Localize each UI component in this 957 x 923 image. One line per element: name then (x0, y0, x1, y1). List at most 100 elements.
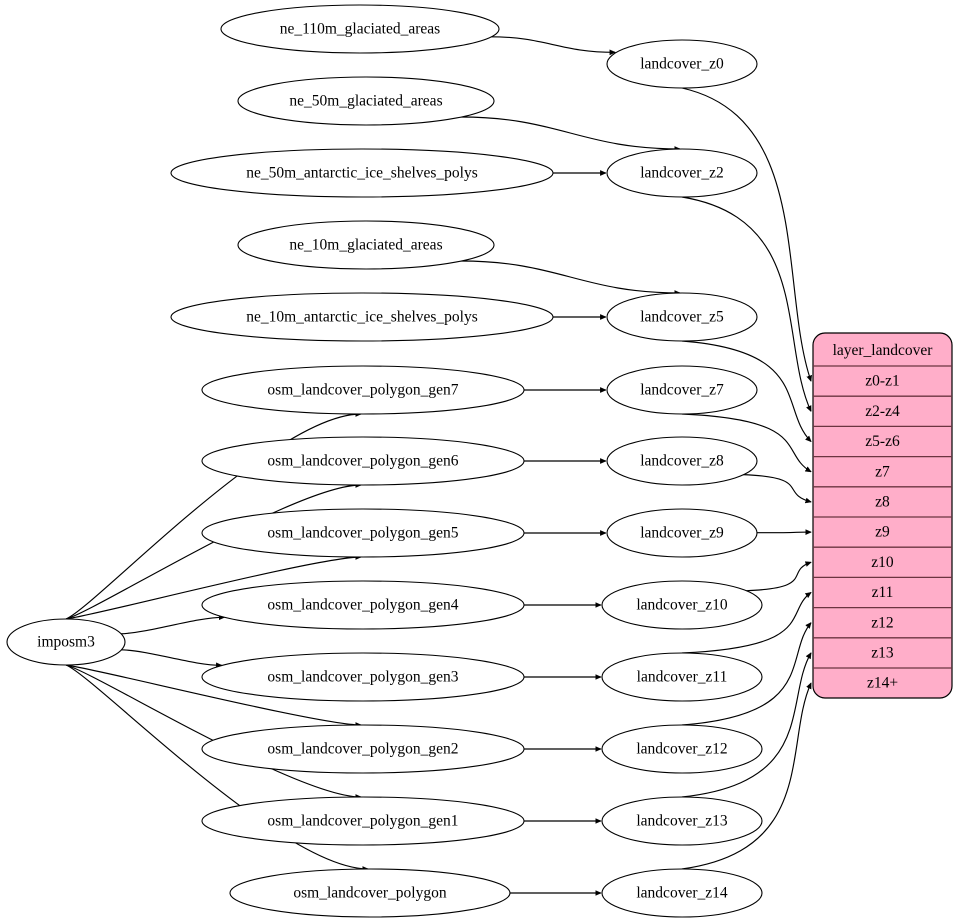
node-ne_50m_glaciated_areas[interactable]: ne_50m_glaciated_areas (237, 76, 495, 126)
edge-ne_50m_glaciated_areas-to-landcover_z2 (460, 116, 680, 149)
node-osm_landcover_polygon_gen6[interactable]: osm_landcover_polygon_gen6 (201, 436, 525, 486)
table-row-label[interactable]: z0-z1 (865, 373, 899, 390)
node-shape (601, 868, 763, 918)
node-landcover_z5[interactable]: landcover_z5 (606, 292, 758, 342)
node-landcover_z8[interactable]: landcover_z8 (606, 436, 758, 486)
edge-imposm3-to-osm_landcover_polygon_gen2 (65, 664, 361, 725)
node-osm_landcover_polygon_gen2[interactable]: osm_landcover_polygon_gen2 (201, 724, 525, 774)
edge-imposm3-to-osm_landcover_polygon_gen5 (65, 557, 361, 620)
node-label: landcover_z0 (640, 56, 724, 73)
table-row-label[interactable]: z12 (871, 614, 893, 631)
table-row-label[interactable]: z2-z4 (865, 403, 900, 420)
node-osm_landcover_polygon_gen1[interactable]: osm_landcover_polygon_gen1 (201, 796, 525, 846)
edge-landcover_z8-to-z8 (743, 474, 811, 502)
node-label: landcover_z7 (640, 382, 724, 399)
table-header-label: layer_landcover (833, 342, 934, 359)
node-label: imposm3 (37, 634, 95, 651)
edge-imposm3-to-osm_landcover_polygon_gen6 (65, 485, 361, 620)
node-label: osm_landcover_polygon_gen4 (267, 597, 458, 614)
node-label: landcover_z13 (636, 813, 727, 830)
table-row-label[interactable]: z14+ (867, 675, 898, 692)
node-osm_landcover_polygon_gen7[interactable]: osm_landcover_polygon_gen7 (201, 365, 525, 415)
node-label: osm_landcover_polygon_gen2 (267, 741, 458, 758)
edge-ne_110m_glaciated_areas-to-landcover_z0 (490, 36, 615, 53)
edge-landcover_z10-to-z10 (745, 562, 811, 592)
node-label: landcover_z2 (640, 165, 724, 182)
node-ne_110m_glaciated_areas[interactable]: ne_110m_glaciated_areas (220, 4, 500, 54)
node-landcover_z11[interactable]: landcover_z11 (601, 652, 763, 702)
node-osm_landcover_polygon_gen3[interactable]: osm_landcover_polygon_gen3 (201, 652, 525, 702)
node-label: ne_10m_glaciated_areas (289, 237, 442, 254)
node-ne_50m_antarctic_ice_shelves_polys[interactable]: ne_50m_antarctic_ice_shelves_polys (170, 148, 554, 198)
node-ne_10m_antarctic_ice_shelves_polys[interactable]: ne_10m_antarctic_ice_shelves_polys (170, 292, 554, 342)
edge-landcover_z14-to-z14+ (681, 683, 812, 870)
node-label: landcover_z5 (640, 309, 724, 326)
node-shape (170, 148, 554, 198)
node-osm_landcover_polygon[interactable]: osm_landcover_polygon (229, 868, 511, 918)
node-label: landcover_z8 (640, 453, 724, 470)
node-landcover_z9[interactable]: landcover_z9 (606, 508, 758, 558)
node-landcover_z2[interactable]: landcover_z2 (606, 148, 758, 198)
node-landcover_z12[interactable]: landcover_z12 (601, 724, 763, 774)
node-shape (601, 724, 763, 774)
node-shape (201, 436, 525, 486)
edge-imposm3-to-osm_landcover_polygon_gen3 (120, 649, 222, 666)
node-shape (601, 796, 763, 846)
node-label: landcover_z10 (636, 597, 727, 614)
node-shape (237, 76, 495, 126)
node-landcover_z7[interactable]: landcover_z7 (606, 365, 758, 415)
node-shape (606, 436, 758, 486)
node-landcover_z0[interactable]: landcover_z0 (606, 39, 758, 89)
layer-landcover-table[interactable]: layer_landcover z0-z1 z2-z4 z5-z6 z7 z8 z9 z10 z… (812, 332, 953, 699)
node-osm_landcover_polygon_gen5[interactable]: osm_landcover_polygon_gen5 (201, 508, 525, 558)
node-label: osm_landcover_polygon_gen3 (267, 669, 458, 686)
edge-landcover_z7-to-z7 (681, 413, 811, 473)
table-row-label[interactable]: z8 (875, 493, 890, 510)
node-shape (606, 365, 758, 415)
node-label: osm_landcover_polygon_gen1 (267, 813, 458, 830)
edge-imposm3-to-osm_landcover_polygon_gen4 (120, 617, 225, 635)
node-label: ne_10m_antarctic_ice_shelves_polys (246, 309, 478, 326)
node-shape (606, 292, 758, 342)
table-row-label[interactable]: z9 (875, 524, 890, 541)
edges-layer (65, 36, 812, 893)
node-shape (170, 292, 554, 342)
node-landcover_z10[interactable]: landcover_z10 (601, 580, 763, 630)
node-label: ne_50m_antarctic_ice_shelves_polys (246, 165, 478, 182)
edge-landcover_z0-to-z0-z1 (681, 87, 811, 381)
table-row-label[interactable]: z10 (871, 554, 894, 571)
node-label: osm_landcover_polygon (293, 885, 447, 902)
node-shape (201, 580, 525, 630)
node-shape (606, 148, 758, 198)
node-shape (6, 618, 126, 666)
table-row-label[interactable]: z11 (872, 584, 894, 601)
edge-ne_10m_glaciated_areas-to-landcover_z5 (460, 260, 680, 293)
edge-landcover_z9-to-z9 (756, 532, 811, 533)
table-row-label[interactable]: z13 (871, 644, 894, 661)
node-label: landcover_z11 (637, 669, 728, 686)
node-shape (220, 4, 500, 54)
node-shape (201, 652, 525, 702)
edge-landcover_z12-to-z12 (681, 623, 811, 726)
node-label: osm_landcover_polygon_gen7 (267, 382, 458, 399)
node-landcover_z13[interactable]: landcover_z13 (601, 796, 763, 846)
node-osm_landcover_polygon_gen4[interactable]: osm_landcover_polygon_gen4 (201, 580, 525, 630)
edge-imposm3-to-osm_landcover_polygon_gen1 (65, 664, 361, 797)
table-background (812, 332, 953, 699)
table-row-label[interactable]: z7 (875, 463, 890, 480)
node-landcover_z14[interactable]: landcover_z14 (601, 868, 763, 918)
edge-imposm3-to-osm_landcover_polygon (65, 664, 368, 869)
node-imposm3[interactable]: imposm3 (6, 618, 126, 666)
node-shape (601, 652, 763, 702)
node-label: landcover_z14 (636, 885, 727, 902)
node-shape (229, 868, 511, 918)
node-label: landcover_z12 (636, 741, 727, 758)
table-row-label[interactable]: z5-z6 (865, 433, 900, 450)
node-ne_10m_glaciated_areas[interactable]: ne_10m_glaciated_areas (237, 220, 495, 270)
node-shape (201, 724, 525, 774)
node-shape (601, 580, 763, 630)
node-shape (201, 796, 525, 846)
edge-landcover_z5-to-z5-z6 (681, 340, 811, 442)
